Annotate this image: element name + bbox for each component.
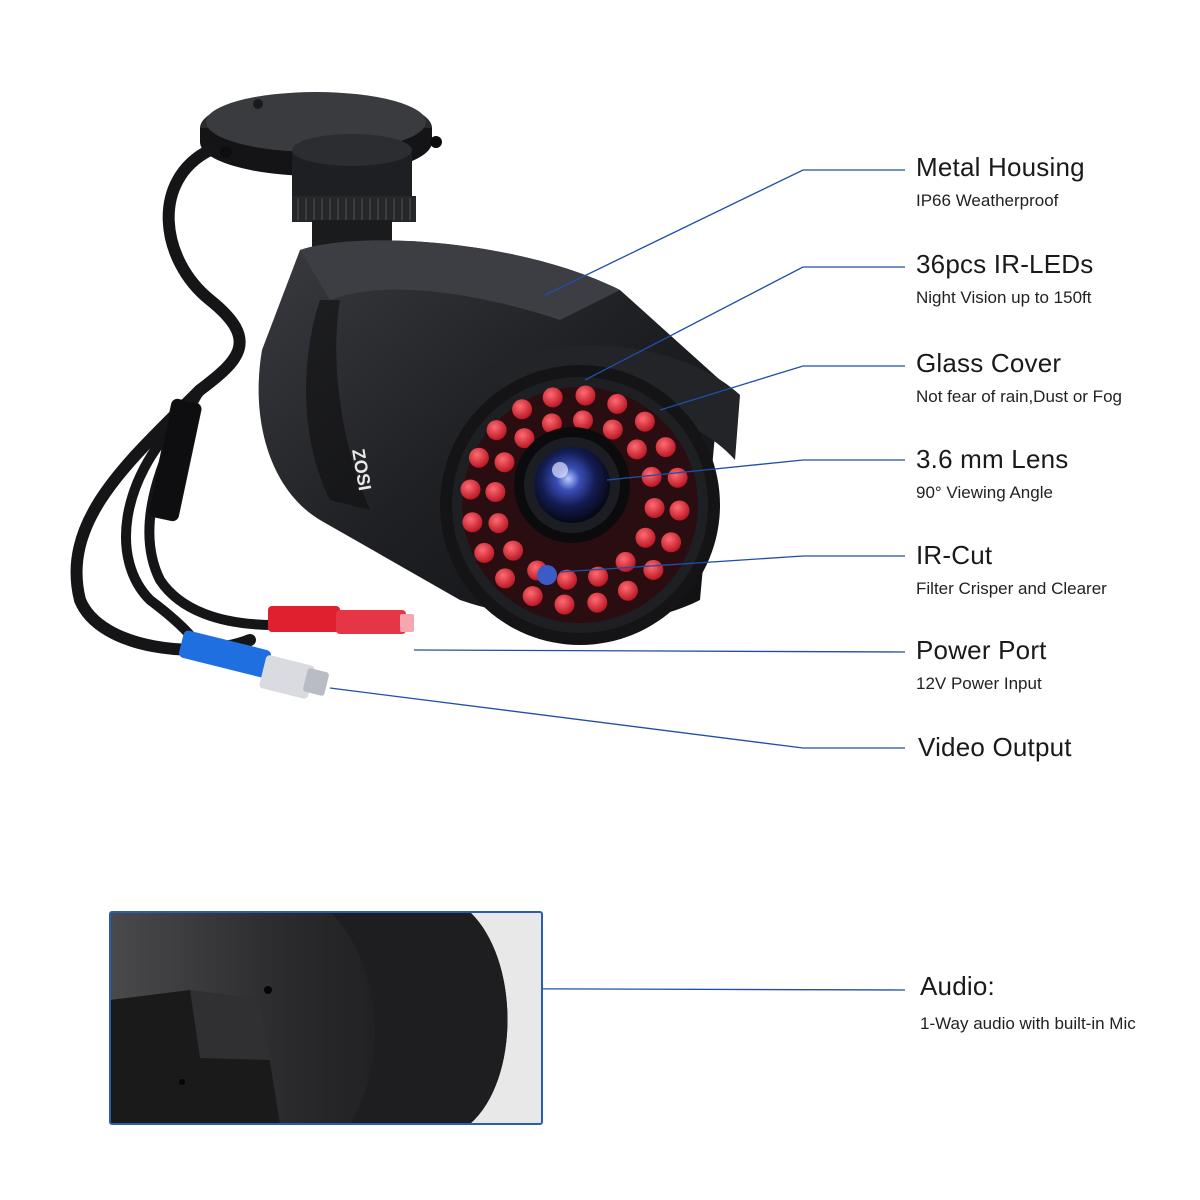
ir-led — [602, 419, 623, 440]
ir-led — [460, 479, 481, 500]
lens — [514, 427, 630, 543]
callout-power-port: Power Port 12V Power Input — [916, 635, 1047, 695]
callout-desc: 90° Viewing Angle — [916, 483, 1053, 502]
ir-led — [573, 410, 593, 431]
ir-led — [462, 512, 483, 533]
callout-metal-housing: Metal Housing IP66 Weatherproof — [916, 152, 1085, 212]
callout-title: 3.6 mm Lens — [916, 444, 1069, 474]
ir-led — [588, 566, 609, 587]
ir-led — [495, 568, 516, 589]
ir-led — [468, 447, 489, 468]
ir-led — [661, 532, 682, 553]
mount-base — [200, 92, 442, 254]
ir-led — [488, 513, 509, 534]
callout-desc: IP66 Weatherproof — [916, 191, 1059, 210]
ir-led — [626, 439, 647, 460]
ir-led — [655, 437, 676, 458]
ir-led — [512, 399, 533, 420]
ir-led — [641, 466, 662, 487]
ir-led — [617, 580, 638, 601]
callout-audio: Audio: 1-Way audio with built-in Mic — [920, 971, 1136, 1035]
callout-ir-cut: IR-Cut Filter Crisper and Clearer — [916, 540, 1107, 600]
leader-line — [544, 169, 905, 296]
ir-led — [644, 498, 665, 518]
ir-led — [522, 586, 543, 607]
ir-led — [643, 559, 664, 580]
ir-led — [486, 420, 507, 441]
callout-video-output: Video Output — [918, 732, 1072, 762]
video-connector — [179, 630, 329, 699]
callout-lens: 3.6 mm Lens 90° Viewing Angle — [916, 444, 1069, 504]
callout-title: Power Port — [916, 635, 1047, 665]
leader-line — [659, 365, 905, 411]
leader-line — [606, 459, 905, 481]
callout-glass-cover: Glass Cover Not fear of rain,Dust or Fog — [916, 348, 1122, 408]
leader-line — [559, 555, 905, 573]
leader-line — [413, 649, 906, 653]
ir-led — [607, 393, 628, 414]
ir-led — [474, 542, 495, 563]
ir-led — [514, 428, 535, 449]
ir-led — [485, 482, 506, 502]
ir-led — [635, 527, 656, 548]
ir-led — [503, 540, 524, 561]
callout-title: Audio: — [920, 971, 995, 1001]
leader-line — [329, 687, 905, 749]
power-connector — [268, 606, 414, 634]
leader-line — [584, 266, 905, 381]
callout-desc: Not fear of rain,Dust or Fog — [916, 387, 1122, 406]
ir-cut-sensor — [537, 565, 557, 585]
audio-inset — [109, 911, 543, 1125]
ir-led — [615, 551, 636, 572]
ir-led — [494, 452, 515, 473]
ir-led — [669, 500, 690, 521]
cable — [70, 144, 280, 656]
callout-title: IR-Cut — [916, 540, 993, 570]
ir-led — [667, 467, 688, 488]
ir-led — [575, 385, 596, 406]
callout-title: 36pcs IR-LEDs — [916, 249, 1094, 279]
ir-led — [634, 411, 655, 432]
callout-title: Glass Cover — [916, 348, 1062, 378]
ir-led — [542, 387, 563, 408]
ir-led — [554, 594, 575, 615]
callout-ir-leds: 36pcs IR-LEDs Night Vision up to 150ft — [916, 249, 1093, 309]
callout-desc: Filter Crisper and Clearer — [916, 579, 1107, 598]
ir-led — [587, 592, 608, 613]
callout-title: Video Output — [918, 732, 1072, 762]
callout-title: Metal Housing — [916, 152, 1085, 182]
ir-led — [541, 413, 562, 434]
callout-desc: Night Vision up to 150ft — [916, 288, 1092, 307]
callout-desc: 12V Power Input — [916, 674, 1042, 693]
ir-led — [557, 569, 577, 590]
ir-led-array — [460, 385, 690, 615]
callout-desc: 1-Way audio with built-in Mic — [920, 1014, 1136, 1033]
